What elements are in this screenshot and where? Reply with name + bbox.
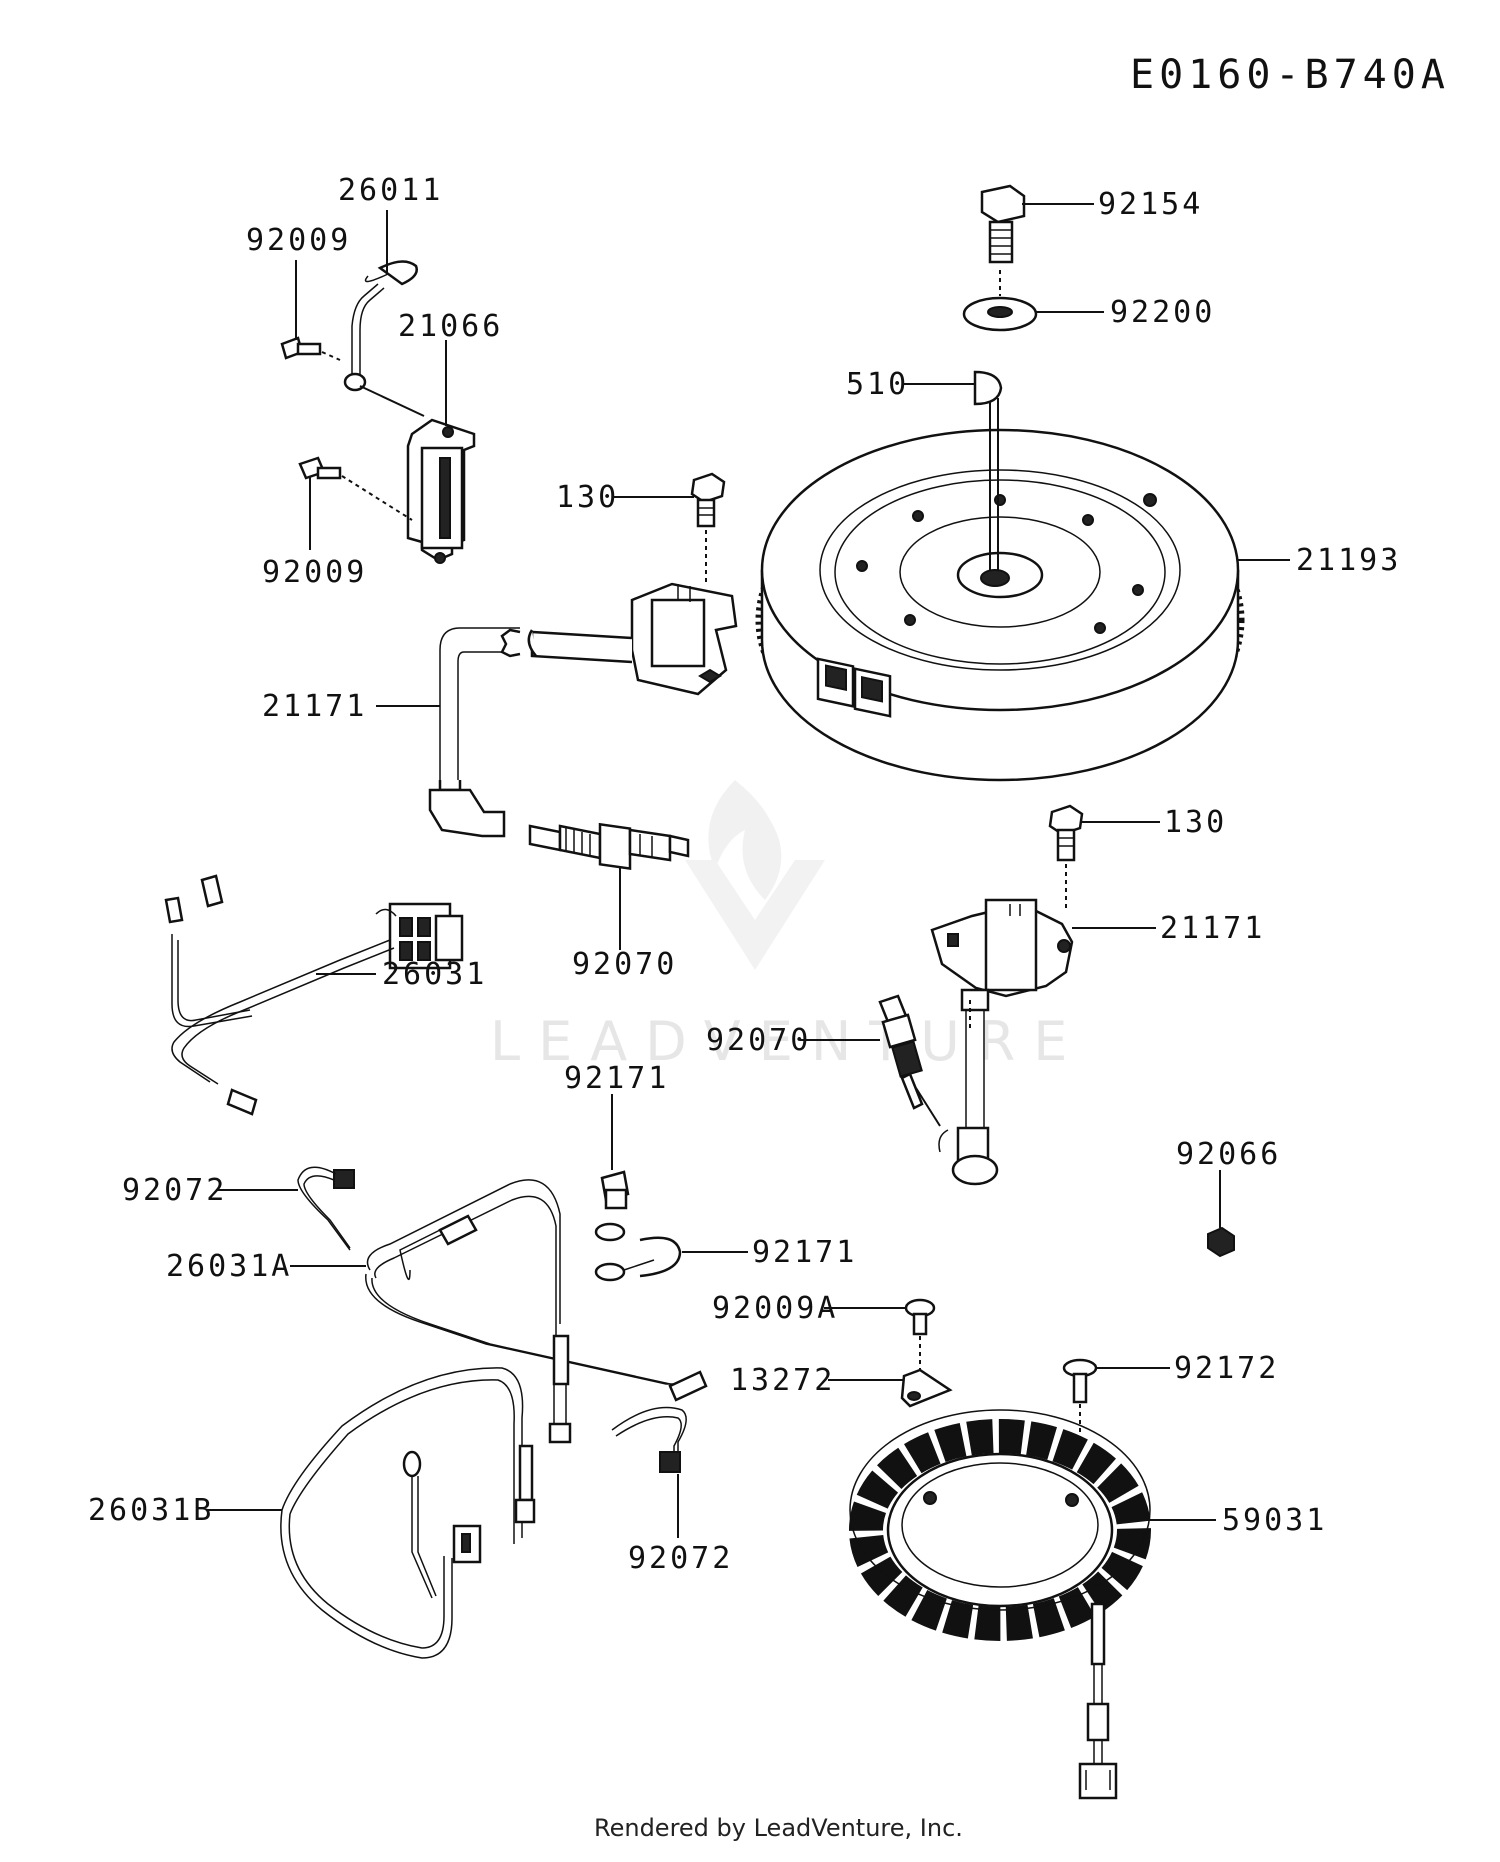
part-label-92171-top: 92171 [564, 1061, 669, 1096]
stator-59031 [849, 1409, 1151, 1800]
spark-plug-92070-right [878, 994, 924, 1110]
part-label-92172: 92172 [1174, 1351, 1279, 1386]
part-label-92070-right: 92070 [706, 1023, 811, 1058]
plate-13272 [900, 1368, 953, 1408]
part-label-26031B: 26031B [88, 1493, 214, 1528]
clamp-92171-mid [594, 1236, 682, 1282]
part-label-92009A: 92009A [712, 1291, 838, 1326]
bolt-130-upper [690, 472, 726, 528]
part-label-21066: 21066 [398, 309, 503, 344]
flywheel-bolt-92154 [980, 184, 1026, 264]
harness-26031B [280, 1367, 536, 1659]
ground-lead-26011 [343, 260, 418, 392]
part-label-92072-bottom: 92072 [628, 1541, 733, 1576]
part-label-130-upper: 130 [556, 480, 619, 515]
footer-credit: Rendered by LeadVenture, Inc. [594, 1814, 963, 1842]
part-label-26031: 26031 [382, 957, 487, 992]
harness-26031 [164, 874, 464, 1116]
part-label-21171-right: 21171 [1160, 911, 1265, 946]
regulator-21066 [406, 418, 476, 564]
screw-92009A [904, 1298, 936, 1336]
part-label-26011: 26011 [338, 173, 443, 208]
key-510 [973, 370, 1003, 406]
bolt-130-lower [1048, 804, 1084, 862]
ignition-coil-lower [930, 898, 1074, 1186]
part-label-59031: 59031 [1222, 1503, 1327, 1538]
clamp-92171-top [594, 1170, 630, 1242]
part-label-21193: 21193 [1296, 543, 1401, 578]
part-label-26031A: 26031A [166, 1249, 292, 1284]
screw-92009-top [280, 336, 322, 360]
part-label-92070-left: 92070 [572, 947, 677, 982]
part-label-92171-mid: 92171 [752, 1235, 857, 1270]
clip-92072-bottom [611, 1406, 687, 1473]
part-label-13272: 13272 [730, 1363, 835, 1398]
part-label-92200: 92200 [1110, 295, 1215, 330]
screw-92009-bottom [298, 456, 342, 480]
clip-92072-left [297, 1166, 355, 1251]
washer-92200 [962, 296, 1038, 332]
spark-plug-92070-left [528, 822, 690, 870]
part-label-92154: 92154 [1098, 187, 1203, 222]
diagram-id: E0160-B740A [1130, 52, 1450, 98]
part-label-92009-top: 92009 [246, 223, 351, 258]
flywheel-21193 [755, 428, 1245, 782]
screw-92172 [1062, 1358, 1098, 1404]
watermark-text: LEADVENTURE [490, 1010, 1085, 1073]
ignition-coil-upper [428, 582, 738, 838]
part-label-92072-left: 92072 [122, 1173, 227, 1208]
part-label-510: 510 [846, 367, 909, 402]
leadventure-watermark-logo [685, 780, 825, 970]
part-label-130-lower: 130 [1164, 805, 1227, 840]
part-label-92009-bottom: 92009 [262, 555, 367, 590]
nut-92066 [1207, 1226, 1235, 1258]
part-label-92066: 92066 [1176, 1137, 1281, 1172]
harness-26031A [365, 1179, 708, 1444]
part-label-21171-left: 21171 [262, 689, 367, 724]
